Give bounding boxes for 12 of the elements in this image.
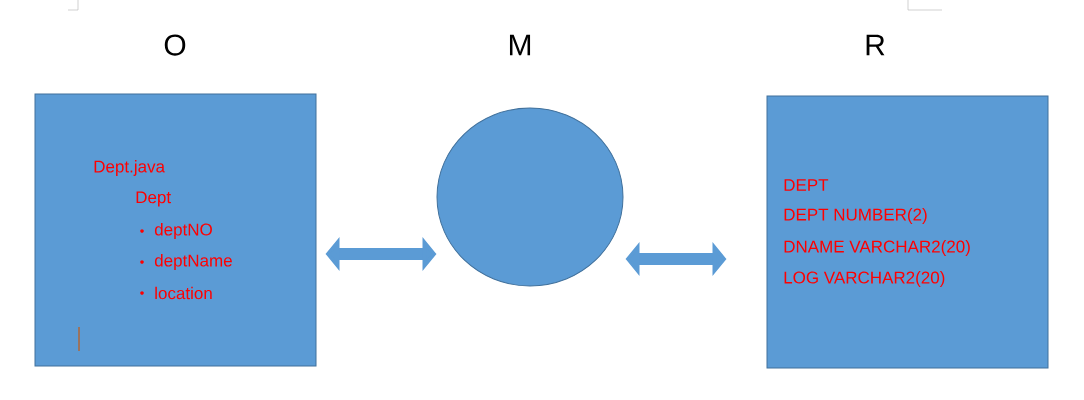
text-line: LOG VARCHAR2(20) bbox=[784, 271, 945, 287]
text-line: deptNO bbox=[154, 223, 212, 239]
text-line: deptName bbox=[154, 254, 232, 270]
text-line: DEPT bbox=[784, 179, 829, 191]
heading: O bbox=[164, 34, 186, 56]
text-line: Dept bbox=[136, 191, 171, 207]
heading: R bbox=[866, 34, 885, 56]
text-line: Dept.java bbox=[94, 160, 165, 176]
text-line: DEPT NUMBER(2) bbox=[784, 208, 927, 224]
text-line: location bbox=[155, 286, 212, 300]
text-line: DNAME VARCHAR2(20) bbox=[784, 240, 970, 256]
heading: M bbox=[509, 34, 531, 56]
